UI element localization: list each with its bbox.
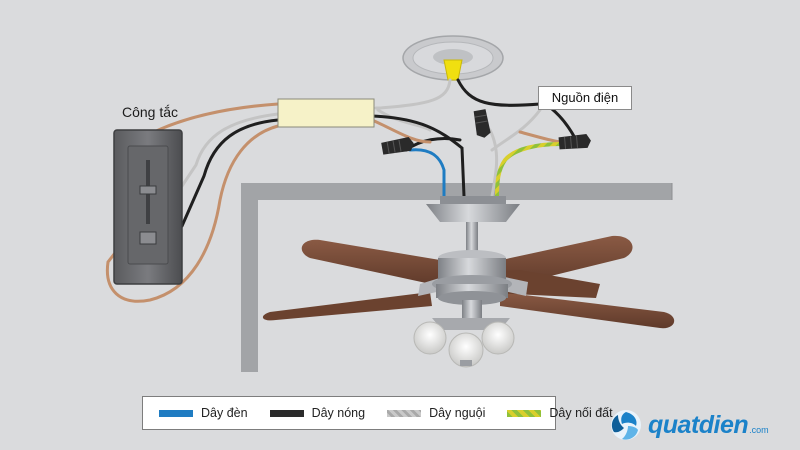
legend-item-hot-wire: Dây nóng	[269, 406, 366, 420]
legend-item-light-wire: Dây đèn	[159, 406, 248, 420]
ceiling-fan-icon	[262, 196, 675, 368]
brand-suffix: .com	[749, 425, 769, 435]
legend-swatch-neutral	[387, 409, 422, 417]
switch-label: Công tắc	[122, 104, 179, 120]
dimmer-switch-icon	[113, 129, 183, 285]
legend-item-neutral-wire: Dây nguội	[387, 406, 485, 420]
wire-connector-icon	[381, 109, 591, 155]
ceiling-canopy-icon	[402, 35, 504, 81]
legend-item-ground-wire: Dây nối đất	[507, 406, 613, 420]
legend-swatch-ground	[507, 409, 542, 417]
junction-box-icon	[277, 98, 375, 128]
wires	[105, 78, 577, 303]
brand-logo: quatdien .com	[606, 408, 769, 442]
ceiling-profile	[241, 183, 673, 372]
legend-label-hot: Dây nóng	[311, 406, 366, 420]
legend-swatch-hot	[269, 409, 304, 417]
legend-swatch-light	[159, 409, 193, 417]
legend-label-ground: Dây nối đất	[549, 406, 613, 420]
power-source-label: Nguồn điện	[538, 86, 632, 110]
legend-label-neutral: Dây nguội	[429, 406, 486, 420]
wire-legend: Dây đèn Dây nóng Dây nguội Dây nối đất	[142, 396, 613, 430]
legend-label-light: Dây đèn	[201, 406, 248, 420]
brand-logo-icon	[611, 410, 641, 440]
brand-name: quatdien	[648, 410, 749, 439]
